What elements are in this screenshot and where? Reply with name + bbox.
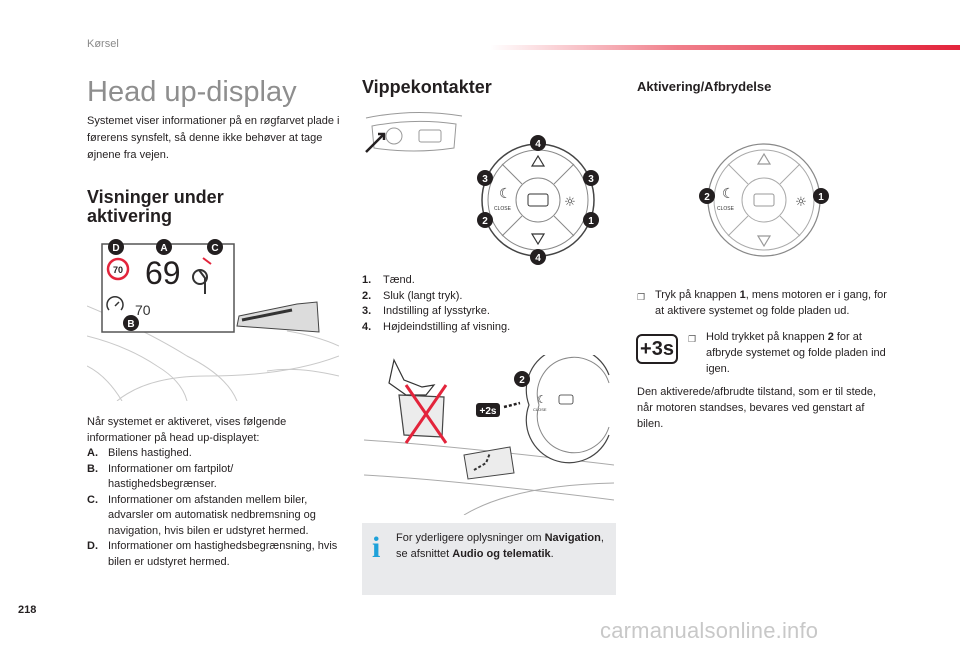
heading-line: Visninger under [87, 187, 224, 207]
button-number: 1 [588, 216, 594, 227]
button-number: 3 [588, 174, 594, 185]
section-label: Kørsel [87, 38, 119, 50]
section-heading-switches: Vippekontakter [362, 77, 492, 97]
hold-3s-badge: +3s [636, 334, 678, 364]
list-item: 3.Indstilling af lysstyrke. [362, 305, 490, 317]
list-item: 2.Sluk (langt tryk). [362, 289, 463, 302]
deactivation-step: ❐ Hold trykket på knappen 2 for at afbry… [688, 331, 886, 375]
page-title: Head up-display [87, 76, 297, 108]
close-label: CLOSE [533, 407, 547, 412]
list-item: C.Informationer om afstanden mellem bile… [87, 493, 316, 537]
manual-fold-warning-illustration: +2s ☾ CLOSE 2 [364, 355, 614, 515]
list-item: 4.Højdeindstilling af visning. [362, 320, 511, 333]
page-number: 218 [18, 604, 37, 616]
button-number: 2 [519, 375, 525, 386]
list-item: D.Informationer om hastighedsbegrænsning… [87, 540, 338, 568]
speed-limit-value: 70 [113, 265, 123, 275]
button-number: 2 [482, 216, 488, 227]
navigation-link-text: Navigation [544, 532, 601, 544]
section-heading-displays: Visninger under aktivering [87, 188, 327, 226]
activation-switch-diagram: ☾ CLOSE ☼ 2 1 [699, 143, 829, 257]
moon-icon: ☾ [722, 186, 735, 202]
callout-label: D [112, 243, 119, 254]
list-item: 1.Tænd. [362, 274, 415, 286]
sun-icon: ☼ [564, 195, 576, 210]
sun-icon: ☼ [795, 195, 807, 210]
moon-icon: ☾ [537, 393, 547, 406]
list-item: B.Informationer om fartpilot/ hastigheds… [87, 462, 234, 491]
button-number: 4 [535, 253, 541, 264]
watermark: carmanualsonline.info [600, 618, 819, 643]
bullet-icon: ❐ [637, 292, 646, 302]
button-number: 3 [482, 174, 488, 185]
switch-functions-list: 1.Tænd. 2.Sluk (langt tryk). 3.Indstilli… [362, 273, 612, 335]
close-label: CLOSE [494, 206, 512, 212]
hold-badge: +2s [480, 406, 497, 417]
displayed-info-list: Når systemet er aktiveret, vises følgend… [87, 415, 342, 570]
moon-icon: ☾ [499, 186, 512, 202]
dashboard-location-illustration [365, 111, 463, 153]
button-number: 2 [704, 192, 710, 203]
close-label: CLOSE [717, 206, 735, 212]
section-heading-activation: Aktivering/Afbrydelse [637, 79, 772, 94]
audio-link-text: Audio og telematik [452, 547, 551, 560]
heading-line: aktivering [87, 206, 173, 226]
hud-display-illustration: 70 69 70 D A C B [87, 236, 339, 401]
info-box [362, 523, 616, 595]
button-number: 4 [535, 139, 541, 150]
cruise-speed-value: 70 [135, 302, 151, 318]
list-intro: Når systemet er aktiveret, vises følgend… [87, 416, 287, 428]
state-note: Den aktiverede/afbrudte tilstand, som er… [637, 386, 877, 430]
header-accent-bar [490, 45, 960, 50]
info-icon: i [372, 531, 381, 564]
intro-text: Systemet viser informationer på en røgfa… [87, 115, 340, 161]
callout-label: B [127, 319, 134, 330]
info-text: For yderligere oplysninger om Navigation… [396, 532, 604, 560]
button-number: 1 [818, 192, 824, 203]
list-intro: informationer på head up-displayet: [87, 431, 260, 444]
cruise-control-icon [106, 295, 124, 311]
navigation-arrow-icon [192, 269, 208, 294]
bullet-icon: ❐ [688, 334, 697, 344]
callout-label: A [160, 243, 167, 254]
vehicle-speed-value: 69 [145, 255, 181, 291]
list-item: A.Bilens hastighed. [87, 447, 192, 459]
callout-label: C [211, 243, 218, 254]
activation-step: ❐ Tryk på knappen 1, mens motoren er i g… [637, 289, 887, 317]
toggle-switch-diagram: ☾ CLOSE ☼ 4 3 3 2 1 4 [477, 135, 599, 265]
